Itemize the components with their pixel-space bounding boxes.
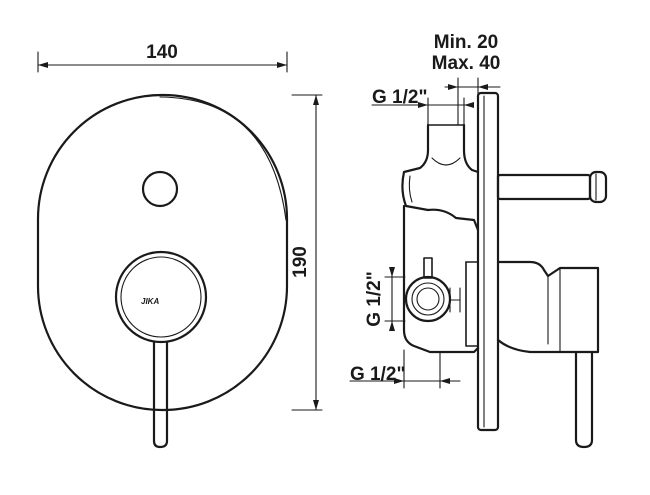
thread-bottom-label: G 1/2" (350, 364, 405, 385)
thread-top-dimension: G 1/2" (371, 87, 474, 126)
width-label: 140 (146, 42, 178, 63)
depth-min-label: Min. 20 (434, 32, 498, 53)
front-view: 140 190 JIKA (36, 42, 323, 449)
lever-hub (114, 250, 208, 344)
cover-plate-edge (159, 96, 287, 221)
side-thread-connector (404, 275, 452, 323)
lever-side (496, 260, 600, 449)
brand-logo: JIKA (141, 297, 159, 306)
depth-max-label: Max. 40 (432, 53, 501, 74)
lever-handle (152, 340, 169, 449)
side-cover-plate (476, 91, 500, 432)
depth-dimension (444, 77, 501, 126)
lever-hub-inner (120, 256, 202, 338)
diverter-spindle (496, 170, 608, 204)
thread-side-dimension: G 1/2" (364, 267, 406, 331)
mixer-body-lower (402, 204, 480, 354)
side-view: Min. 20 Max. 40 G 1/2" (349, 32, 608, 449)
thread-bottom-dimension: G 1/2" (349, 349, 461, 389)
diverter-button (141, 170, 179, 208)
height-label: 190 (290, 246, 311, 278)
height-dimension: 190 (290, 94, 323, 411)
thread-side-label: G 1/2" (364, 271, 385, 326)
width-dimension: 140 (37, 42, 288, 73)
cover-plate (36, 93, 289, 412)
mixer-body (401, 123, 480, 232)
thread-top-label: G 1/2" (372, 87, 427, 108)
